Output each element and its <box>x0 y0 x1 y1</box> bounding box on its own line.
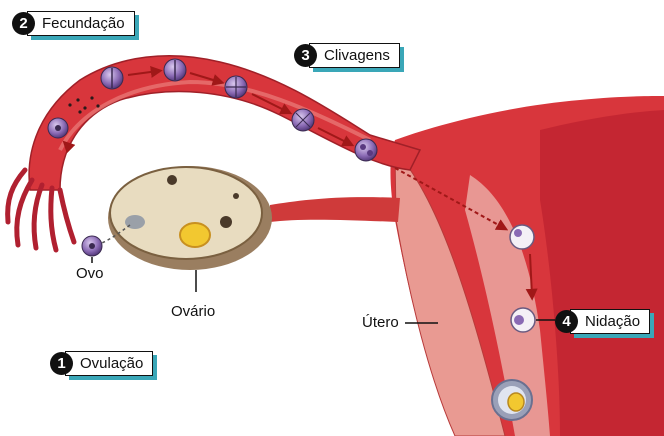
four-cell-embryo <box>225 76 247 98</box>
fertilized-cell <box>48 118 68 138</box>
step-number-badge: 2 <box>12 12 35 35</box>
step-label: Nidação <box>570 309 650 334</box>
zygote-cell <box>101 67 123 89</box>
step-label: Fecundação <box>27 11 135 36</box>
label-ovo: Ovo <box>76 265 104 282</box>
label-ovario: Ovário <box>171 303 215 320</box>
implanted-embryo <box>492 380 532 420</box>
ovarian-ligament <box>270 197 400 222</box>
step-number-badge: 4 <box>555 310 578 333</box>
step-clivagens: 3 Clivagens <box>294 43 400 68</box>
step-ovulacao: 1 Ovulação <box>50 351 153 376</box>
fallopian-tube <box>29 56 420 190</box>
step-number-badge: 3 <box>294 44 317 67</box>
step-label: Ovulação <box>65 351 153 376</box>
label-utero: Útero <box>362 314 399 331</box>
two-cell-embryo <box>164 59 186 81</box>
step-nidacao: 4 Nidação <box>555 309 650 334</box>
step-fecundacao: 2 Fecundação <box>12 11 135 36</box>
ovum-cell <box>82 236 102 256</box>
step-label: Clivagens <box>309 43 400 68</box>
ovary <box>108 166 272 270</box>
implanting-blastocyst <box>511 308 535 332</box>
step-number-badge: 1 <box>50 352 73 375</box>
morula <box>355 139 377 161</box>
blastocyst <box>510 225 534 249</box>
eight-cell-embryo <box>292 109 314 131</box>
